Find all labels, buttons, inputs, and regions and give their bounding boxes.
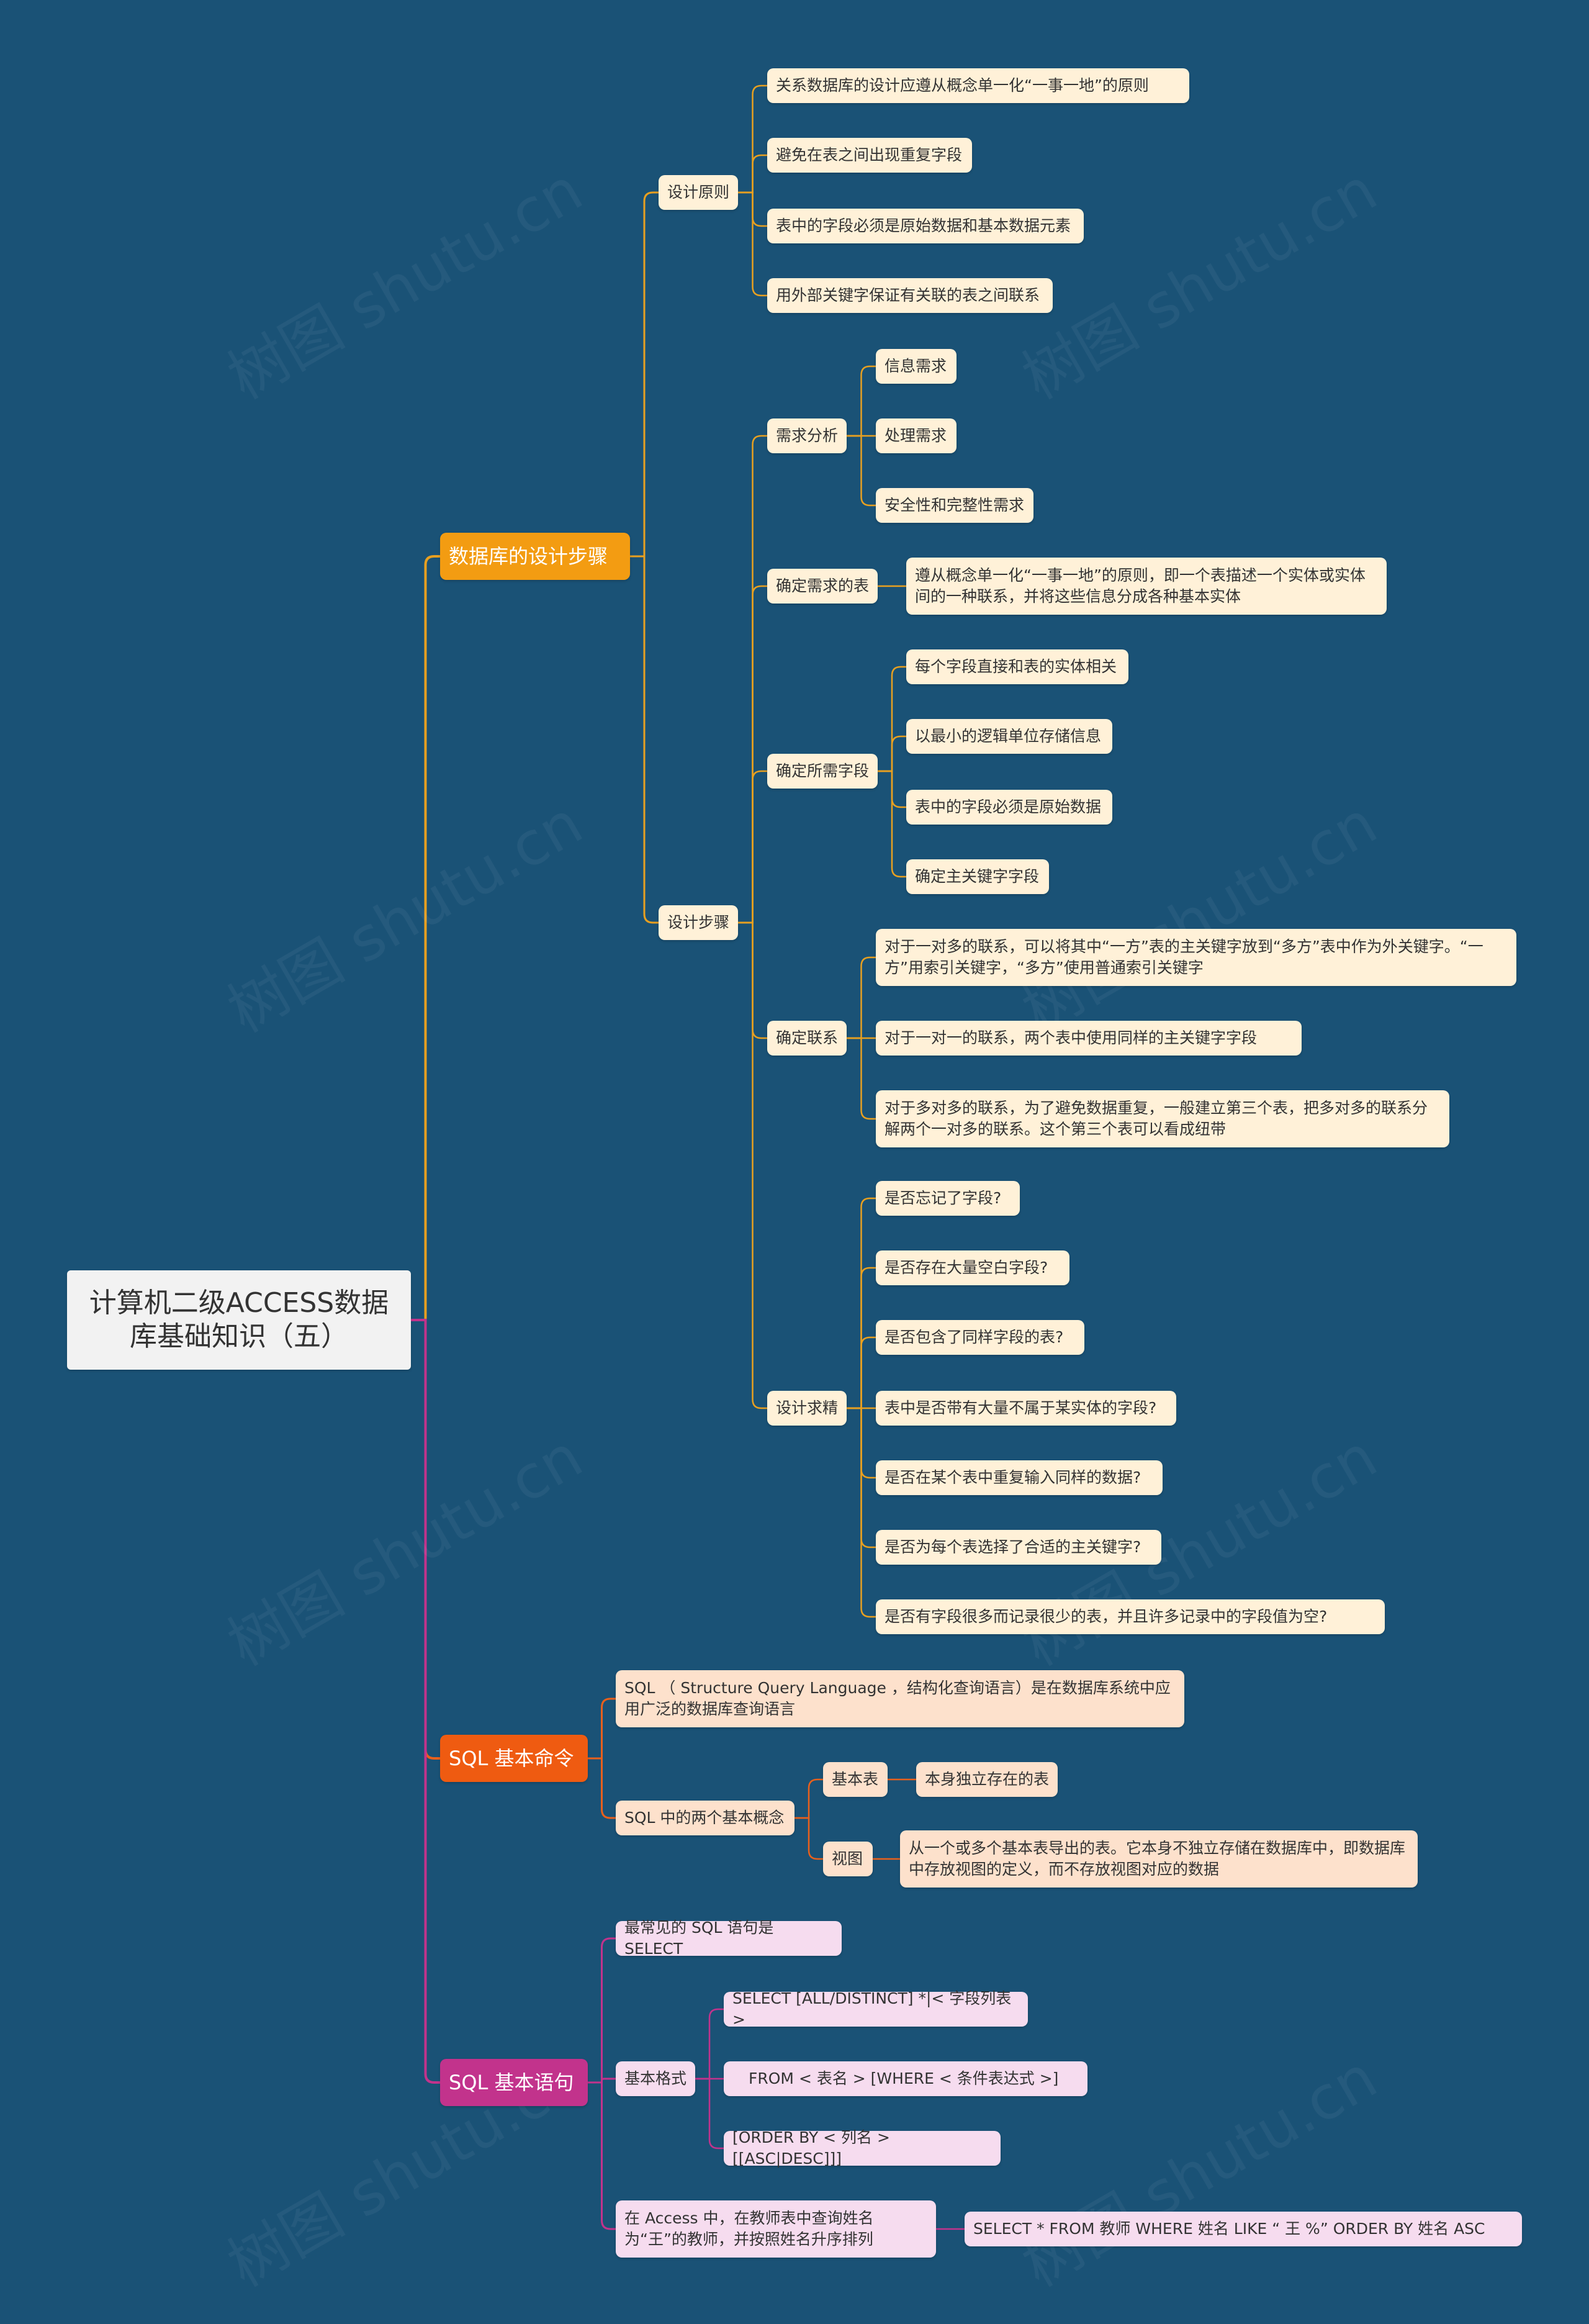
topic-design-principles[interactable]: 设计原则: [659, 175, 738, 210]
base-table-description[interactable]: 本身独立存在的表: [916, 1762, 1058, 1797]
topic-determine-fields[interactable]: 确定所需字段: [767, 754, 878, 789]
sql-definition[interactable]: SQL （ Structure Query Language ，结构化查询语言）…: [616, 1670, 1184, 1727]
topic-basic-format[interactable]: 基本格式: [616, 2061, 695, 2096]
connector-line: [588, 2081, 616, 2230]
example-answer[interactable]: SELECT * FROM 教师 WHERE 姓名 LIKE “ 王 %” OR…: [965, 2212, 1522, 2246]
connector-line: [794, 1817, 823, 1860]
connector-line: [695, 2078, 724, 2150]
connector-line: [878, 770, 906, 878]
requirement-item[interactable]: 处理需求: [876, 418, 957, 453]
connector-line: [588, 1757, 616, 1819]
topic-design-refinement[interactable]: 设计求精: [767, 1391, 847, 1426]
connector-line: [738, 585, 767, 924]
sql-common-statement[interactable]: 最常见的 SQL 语句是 SELECT: [616, 1919, 842, 1958]
principle-item[interactable]: 用外部关键字保证有关联的表之间联系: [767, 278, 1053, 313]
connector-line: [630, 191, 659, 558]
connector-line: [588, 2078, 616, 2084]
connector-line: [878, 735, 906, 772]
example-question[interactable]: 在 Access 中，在教师表中查询姓名为“王”的教师，并按照姓名升序排列: [616, 2200, 936, 2258]
connector-line: [588, 1937, 616, 2084]
principle-item[interactable]: 表中的字段必须是原始数据和基本数据元素: [767, 209, 1084, 243]
format-line[interactable]: SELECT [ALL/DISTINCT] *|< 字段列表 >: [724, 1989, 1028, 2028]
view-description[interactable]: 从一个或多个基本表导出的表。它本身不独立存储在数据库中，即数据库中存放视图的定义…: [900, 1830, 1418, 1888]
field-item[interactable]: 以最小的逻辑单位存储信息: [906, 719, 1112, 754]
connector-line: [738, 191, 767, 297]
connector-line: [878, 666, 906, 772]
refine-question[interactable]: 是否存在大量空白字段?: [876, 1250, 1069, 1285]
topic-requirement-analysis[interactable]: 需求分析: [767, 418, 847, 453]
topic-determine-tables[interactable]: 确定需求的表: [767, 569, 878, 604]
refine-question[interactable]: 是否有字段很多而记录很少的表，并且许多记录中的字段值为空?: [876, 1599, 1385, 1634]
format-line[interactable]: [ORDER BY < 列名 > [[ASC|DESC]]]: [724, 2128, 1001, 2168]
connector-line: [630, 555, 659, 924]
relation-item[interactable]: 对于一对一的联系，两个表中使用同样的主关键字字段: [876, 1021, 1302, 1056]
field-item[interactable]: 每个字段直接和表的实体相关: [906, 649, 1128, 684]
connector-line: [794, 1778, 823, 1819]
connector-line: [738, 154, 767, 194]
format-line[interactable]: FROM < 表名 > [WHERE < 条件表达式 >]: [724, 2061, 1087, 2096]
principle-item[interactable]: 避免在表之间出现重复字段: [767, 138, 972, 173]
topic-sql-concepts[interactable]: SQL 中的两个基本概念: [616, 1801, 794, 1835]
connector-line: [847, 1336, 876, 1409]
connector-line: [738, 921, 767, 1409]
topic-determine-relations[interactable]: 确定联系: [767, 1021, 847, 1056]
concept-base-table[interactable]: 基本表: [823, 1762, 888, 1797]
connector-line: [847, 1037, 876, 1120]
concept-view[interactable]: 视图: [823, 1842, 873, 1876]
refine-question[interactable]: 表中是否带有大量不属于某实体的字段?: [876, 1391, 1176, 1426]
root-topic[interactable]: 计算机二级ACCESS数据库基础知识（五）: [67, 1270, 411, 1370]
relation-item[interactable]: 对于多对多的联系，为了避免数据重复，一般建立第三个表，把多对多的联系分解两个一对…: [876, 1090, 1449, 1147]
connector-line: [847, 956, 876, 1039]
connector-line: [411, 1319, 440, 2084]
requirement-item[interactable]: 信息需求: [876, 349, 957, 384]
branch-sql-commands[interactable]: SQL 基本命令: [440, 1735, 588, 1782]
refine-question[interactable]: 是否包含了同样字段的表?: [876, 1320, 1084, 1355]
principle-item[interactable]: 关系数据库的设计应遵从概念单一化“一事一地”的原则: [767, 68, 1189, 103]
branch-sql-statements[interactable]: SQL 基本语句: [440, 2059, 588, 2106]
refine-question[interactable]: 是否忘记了字段?: [876, 1181, 1020, 1216]
tables-description[interactable]: 遵从概念单一化“一事一地”的原则，即一个表描述一个实体或实体间的一种联系，并将这…: [906, 558, 1387, 615]
topic-design-procedure[interactable]: 设计步骤: [659, 905, 738, 940]
connector-line: [695, 2008, 724, 2080]
connector-line: [738, 84, 767, 194]
connector-line: [738, 770, 767, 924]
connector-line: [588, 1698, 616, 1760]
refine-question[interactable]: 是否在某个表中重复输入同样的数据?: [876, 1460, 1163, 1495]
field-item[interactable]: 确定主关键字字段: [906, 859, 1049, 894]
refine-question[interactable]: 是否为每个表选择了合适的主关键字?: [876, 1530, 1161, 1565]
relation-item[interactable]: 对于一对多的联系，可以将其中“一方”表的主关键字放到“多方”表中作为外关键字。“…: [876, 929, 1516, 986]
connector-line: [847, 365, 876, 437]
field-item[interactable]: 表中的字段必须是原始数据: [906, 790, 1112, 825]
branch-design-steps[interactable]: 数据库的设计步骤: [440, 533, 630, 580]
requirement-item[interactable]: 安全性和完整性需求: [876, 488, 1033, 523]
connector-line: [847, 1407, 876, 1618]
connector-line: [411, 555, 440, 1321]
connector-line: [847, 1267, 876, 1409]
connector-line: [738, 435, 767, 924]
connector-line: [847, 1197, 876, 1409]
connector-line: [847, 435, 876, 507]
